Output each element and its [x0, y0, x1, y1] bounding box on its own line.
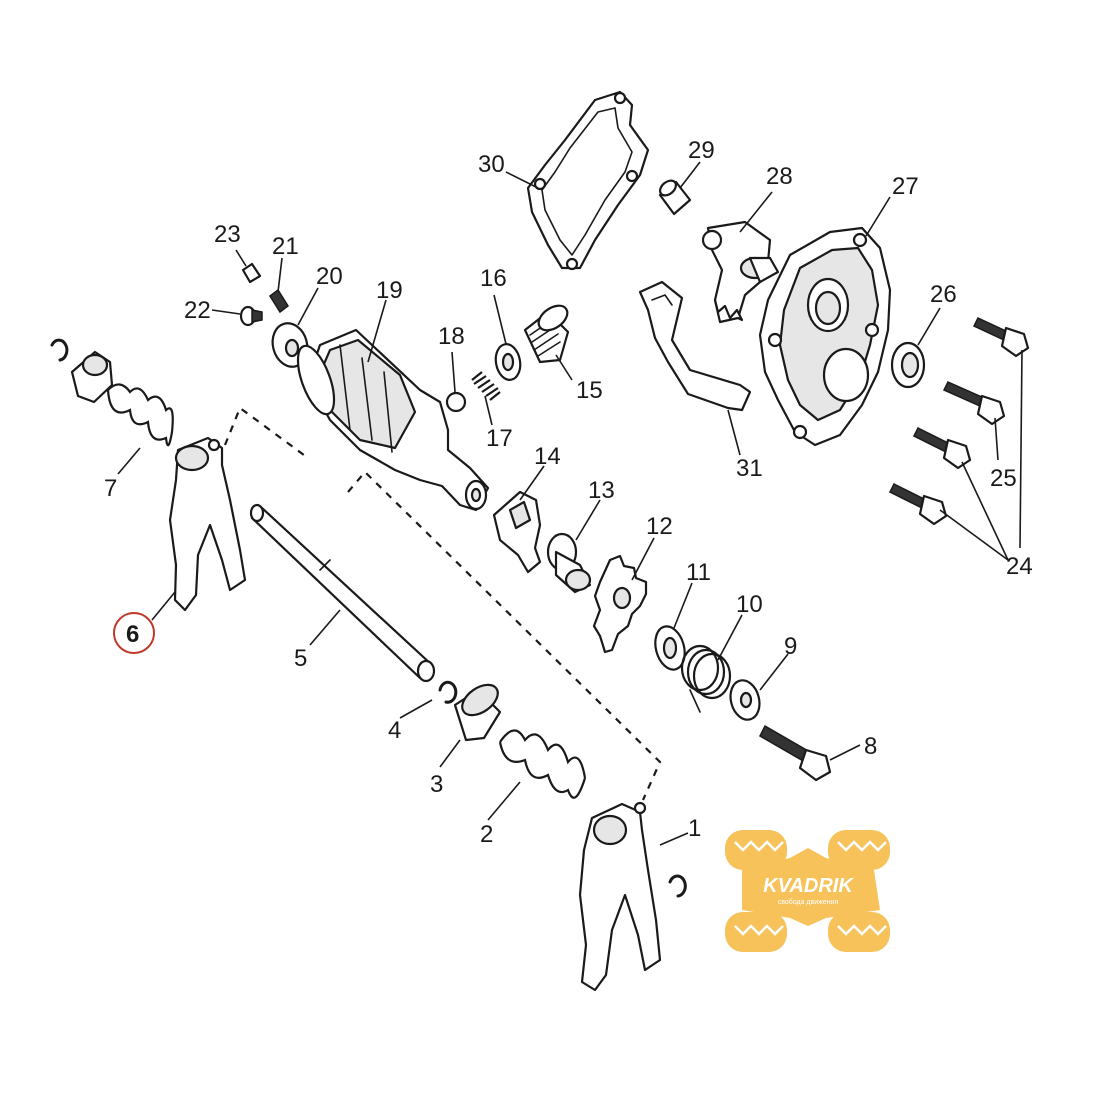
part-14-segment [492, 490, 542, 574]
part-label-26: 26 [930, 281, 957, 308]
part-30-gasket [526, 90, 650, 271]
part-label-12: 12 [646, 513, 673, 540]
part-label-29: 29 [688, 137, 715, 164]
part-3-collar [453, 683, 502, 742]
part-9-washer [729, 679, 761, 721]
part-label-13: 13 [588, 477, 615, 504]
part-label-16: 16 [480, 265, 507, 292]
part-29-dowel-pin [658, 179, 692, 216]
part-label-9: 9 [784, 633, 797, 660]
part-1-shift-fork [578, 801, 687, 992]
part-label-22: 22 [184, 297, 211, 324]
part-label-23: 23 [214, 221, 241, 248]
part-label-30: 30 [478, 151, 505, 178]
part-23-pin [241, 262, 262, 284]
part-label-19: 19 [376, 277, 403, 304]
part-label-15: 15 [576, 377, 603, 404]
part-4-circlip [438, 680, 458, 704]
part-label-10: 10 [736, 591, 763, 618]
part-10-torsion-spring [680, 644, 732, 713]
part-6-shift-fork [168, 436, 247, 612]
part-label-24: 24 [1006, 553, 1033, 580]
part-21-spring [268, 288, 290, 314]
part-8-bolt [759, 724, 832, 782]
part-31-bracket [638, 280, 752, 412]
part-12-gear [592, 554, 648, 654]
part-7-spring [50, 338, 174, 447]
leader-lines [117, 161, 1023, 846]
part-label-25: 25 [990, 465, 1017, 492]
part-label-5: 5 [294, 645, 307, 672]
part-label-3: 3 [430, 771, 443, 798]
part-label-8: 8 [864, 733, 877, 760]
part-16-washer [494, 343, 522, 381]
part-2-spring [498, 729, 587, 799]
part-28-shift-sector [701, 220, 780, 324]
kvadrik-watermark-logo: KVADRIK свобода движения [725, 830, 890, 952]
part-22-screw [239, 305, 263, 327]
part-18-ball [445, 391, 467, 413]
part-label-17: 17 [486, 425, 513, 452]
part-label-31: 31 [736, 455, 763, 482]
part-label-27: 27 [892, 173, 919, 200]
part-27-cover [758, 226, 892, 447]
part-label-6: 6 [126, 621, 139, 648]
part-label-18: 18 [438, 323, 465, 350]
part-13-bushing [546, 532, 592, 594]
part-label-2: 2 [480, 821, 493, 848]
watermark-brand: KVADRIK [763, 875, 854, 897]
part-26-oil-seal [890, 341, 926, 389]
part-label-28: 28 [766, 163, 793, 190]
part-15-plug [523, 304, 570, 364]
part-label-4: 4 [388, 717, 401, 744]
highlight-circle-part-6 [113, 612, 155, 654]
part-24-25-bolts [888, 317, 1030, 526]
part-label-11: 11 [686, 559, 711, 586]
part-label-21: 21 [272, 233, 299, 260]
part-5-shaft [249, 503, 436, 683]
part-label-1: 1 [688, 815, 701, 842]
part-11-washer [654, 625, 686, 671]
part-17-spring [471, 371, 501, 401]
watermark-tagline: свобода движения [778, 898, 839, 906]
part-label-14: 14 [534, 443, 561, 470]
part-label-7: 7 [104, 475, 117, 502]
assembly-dashed-line-upper [223, 406, 309, 459]
part-19-shift-drum [296, 328, 490, 512]
part-label-20: 20 [316, 263, 343, 290]
part-number-labels: 1 2 3 4 5 6 7 8 9 10 11 12 13 14 15 16 1… [104, 137, 1033, 848]
